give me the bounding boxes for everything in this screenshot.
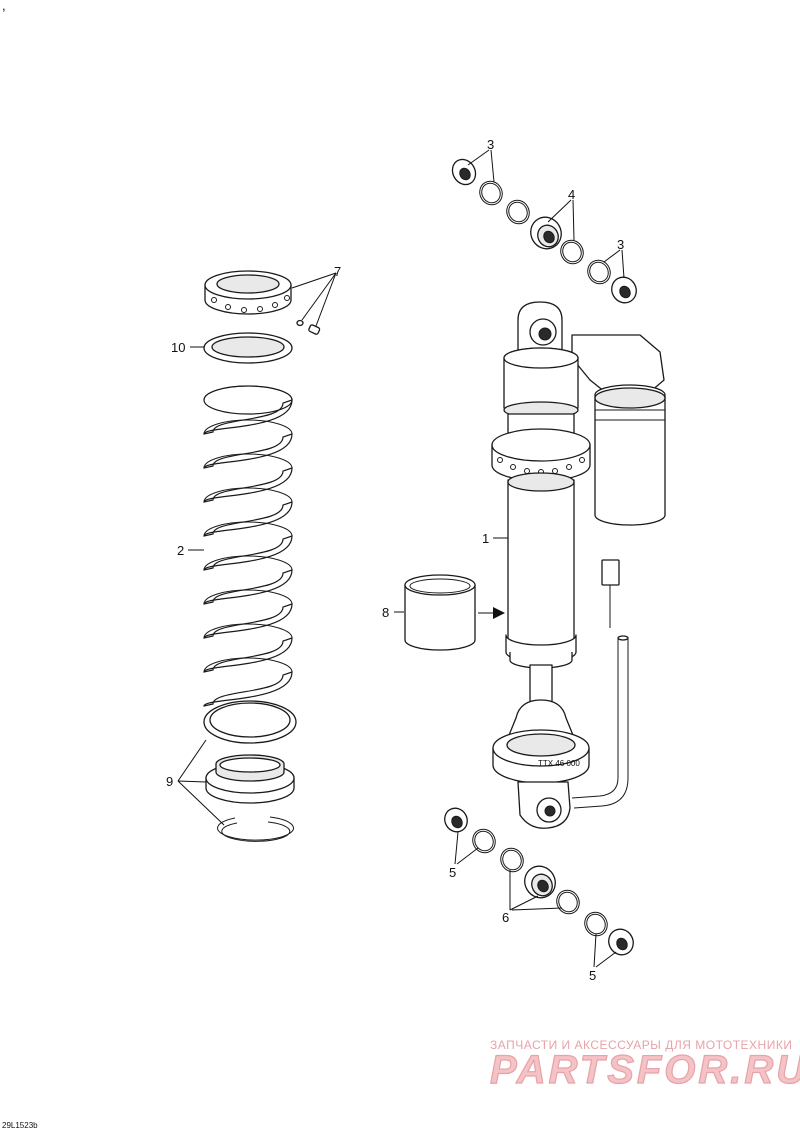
lower-o-ring-3 xyxy=(556,889,580,915)
callout-8: 8 xyxy=(382,605,389,620)
spring-coil-front xyxy=(203,603,293,639)
spring-seat xyxy=(203,332,293,364)
spring-coil-back xyxy=(203,657,293,673)
watermark: ЗАПЧАСТИ И АКСЕССУАРЫ ДЛЯ МОТОТЕХНИКИ PA… xyxy=(489,1038,800,1093)
spring-coil-back xyxy=(203,385,293,401)
retaining-clip xyxy=(217,816,295,842)
spring-coil-front xyxy=(203,535,293,571)
watermark-tagline: ЗАПЧАСТИ И АКСЕССУАРЫ ДЛЯ МОТОТЕХНИКИ xyxy=(490,1038,792,1052)
callout-3-top: 3 xyxy=(487,137,494,152)
callout-3-right: 3 xyxy=(617,237,624,252)
upper-o-ring-4 xyxy=(587,259,611,285)
spring-top-coil xyxy=(203,385,293,415)
protector-sleeve xyxy=(404,574,476,651)
spring-coil-front xyxy=(203,467,293,503)
spring-coil-back xyxy=(203,419,293,435)
spring-coil-back xyxy=(203,521,293,537)
spring-coil-front xyxy=(203,501,293,537)
leader-lines xyxy=(177,149,625,968)
set-screw xyxy=(296,319,321,335)
lower-bushing xyxy=(524,865,556,899)
spring-coil-back xyxy=(203,487,293,503)
lower-spacer-left xyxy=(444,807,468,833)
spring-coil-back xyxy=(203,453,293,469)
drawing-code: 29L1523b xyxy=(2,1121,38,1130)
spring-coil-front xyxy=(203,433,293,469)
callout-4: 4 xyxy=(568,187,575,202)
adjuster-ring xyxy=(204,270,292,315)
spring-retainer-washer xyxy=(203,700,297,744)
spring-retainer-seat xyxy=(205,754,295,804)
upper-o-ring-2 xyxy=(506,199,530,225)
callout-10: 10 xyxy=(171,340,185,355)
upper-spacer-right xyxy=(611,276,637,304)
spring-coil-front xyxy=(203,399,293,435)
callout-9: 9 xyxy=(166,774,173,789)
spring-coil-front xyxy=(203,569,293,605)
shock-absorber: TTX 46 000 xyxy=(491,301,666,829)
spring-coil-back xyxy=(203,589,293,605)
upper-o-ring-3 xyxy=(560,239,584,265)
lower-o-ring-2 xyxy=(500,847,524,873)
protector-arrow xyxy=(493,607,505,619)
callout-5-left: 5 xyxy=(449,865,456,880)
coil-spring xyxy=(203,385,293,707)
lower-spacer-right xyxy=(608,928,634,956)
callout-5-right: 5 xyxy=(589,968,596,983)
callout-2: 2 xyxy=(177,543,184,558)
callout-6: 6 xyxy=(502,910,509,925)
watermark-brand: PARTSFOR.RU xyxy=(490,1048,800,1092)
shock-label: TTX 46 000 xyxy=(538,759,580,768)
callout-1: 1 xyxy=(482,531,489,546)
upper-o-ring-1 xyxy=(479,180,503,206)
spring-coil-back xyxy=(203,555,293,571)
spring-coil-front xyxy=(203,671,293,707)
upper-bushing xyxy=(530,216,562,250)
corner-mark: , xyxy=(2,0,6,13)
callout-7: 7 xyxy=(334,264,341,279)
upper-spacer-left xyxy=(451,158,477,186)
lower-o-ring-1 xyxy=(472,828,496,854)
lower-o-ring-4 xyxy=(584,911,608,937)
spring-coil-back xyxy=(203,623,293,639)
spring-coil-front xyxy=(203,637,293,673)
